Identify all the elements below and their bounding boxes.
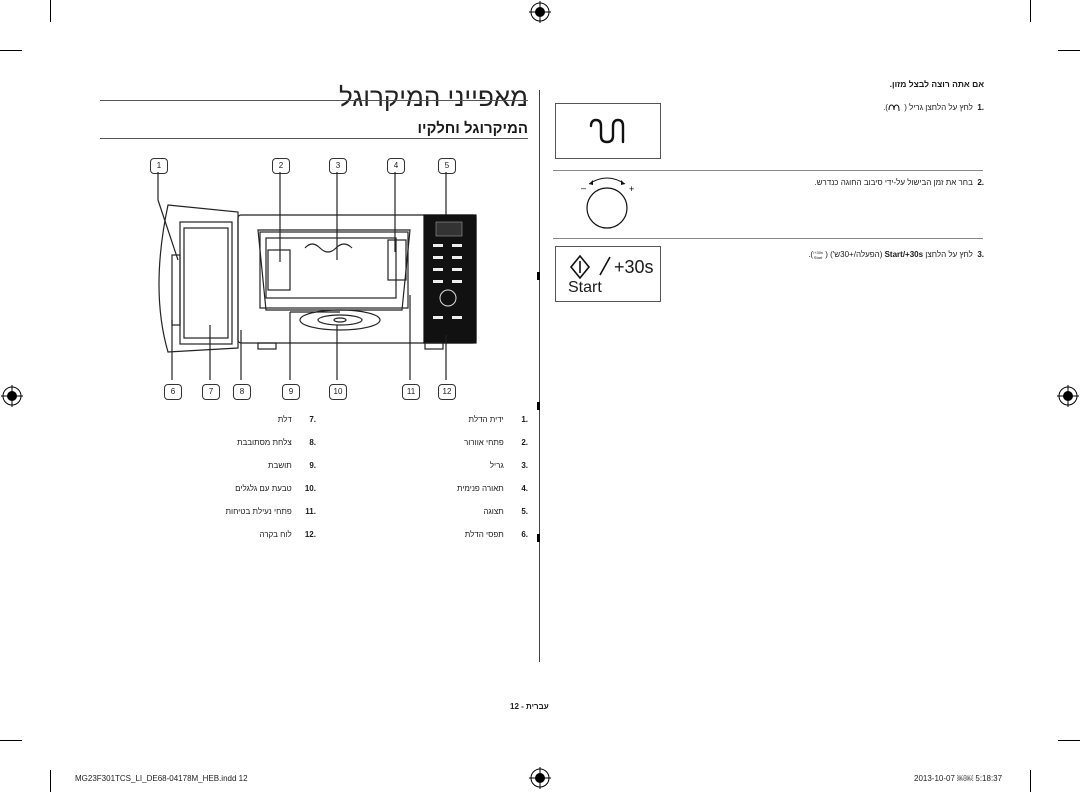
timer-dial-icon: – + — [581, 177, 634, 229]
list-item: .10 טבעת עם גלגלים — [235, 484, 316, 493]
start-plus30s-label: +30s — [614, 257, 654, 277]
dial-minus: – — [581, 183, 586, 193]
callout-8: 8 — [233, 384, 251, 400]
callout-10: 10 — [329, 384, 347, 400]
start-label: Start — [568, 279, 602, 296]
list-item: .9 תושבת — [268, 461, 316, 470]
crop-mark — [0, 740, 22, 741]
registration-mark-icon — [529, 767, 551, 789]
callout-7: 7 — [202, 384, 220, 400]
callout-6: 6 — [164, 384, 182, 400]
step-3-text: .3 לחץ על הלחצן Start/+30s (הפעלה/+30ש')… — [808, 250, 984, 260]
step-1-text: .1 לחץ על הלחצן גריל ( ). — [883, 103, 984, 112]
parts-list-left: .7 דלת .8 צלחת מסתובבת .9 תושבת .10 טבעת… — [196, 408, 316, 546]
list-item: .5 תצוגה — [483, 507, 528, 516]
parts-list-right: .1 ידית הדלת .2 פתחי אוורור .3 גריל .4 ת… — [408, 408, 528, 546]
list-item: .11 פתחי נעילת בטיחות — [225, 507, 316, 516]
list-item: .7 דלת — [277, 415, 316, 424]
callout-1: 1 — [150, 158, 168, 174]
crop-mark — [50, 0, 51, 22]
list-item: .3 גריל — [489, 461, 528, 470]
grill-inline-icon — [888, 104, 900, 111]
divider-mark — [537, 272, 540, 280]
crop-mark — [1058, 50, 1080, 51]
list-item: .4 תאורה פנימית — [456, 484, 528, 493]
callout-3: 3 — [329, 158, 347, 174]
crop-mark — [50, 770, 51, 792]
section-divider — [100, 138, 528, 139]
crop-mark — [1058, 740, 1080, 741]
step-divider — [553, 170, 983, 171]
section-title: המיקרוגל וחלקיו — [417, 120, 528, 137]
microwave-illustration — [157, 172, 477, 380]
crop-mark — [1030, 770, 1031, 792]
step-2-text: .2 בחר את זמן הבישול על-ידי סיבוב החוגה … — [814, 178, 984, 187]
crop-mark — [0, 50, 22, 51]
quick-guide-heading: אם אתה רוצה לבצל מזון. — [889, 79, 984, 89]
callout-4: 4 — [387, 158, 405, 174]
page-title: מאפייני המיקרוגל — [339, 82, 528, 112]
title-divider — [100, 100, 528, 101]
footer-date: 2013-10-07 ￼￼ 5:18:37 — [914, 774, 1003, 783]
page-number: עברית - 12 — [510, 702, 549, 711]
crop-mark — [1030, 0, 1031, 22]
grill-wave-icon — [589, 118, 625, 144]
footer-file-info: MG23F301TCS_LI_DE68-04178M_HEB.indd 12 — [75, 774, 248, 783]
list-item: .1 ידית הדלת — [468, 415, 528, 424]
list-item: .6 תפסי הדלת — [464, 530, 528, 539]
dial-panel: – + — [555, 174, 659, 229]
registration-mark-icon — [529, 1, 551, 23]
callout-5: 5 — [438, 158, 456, 174]
registration-mark-icon — [1, 385, 23, 407]
list-item: .2 פתחי אוורור — [463, 438, 528, 447]
divider-mark — [537, 534, 540, 542]
list-item: .12 לוח בקרה — [259, 530, 317, 539]
callout-9: 9 — [282, 384, 300, 400]
callout-11: 11 — [402, 384, 420, 400]
callout-12: 12 — [438, 384, 456, 400]
list-item: .8 צלחת מסתובבת — [236, 438, 316, 447]
callout-2: 2 — [272, 158, 290, 174]
grill-button-panel — [555, 103, 661, 159]
page-divider — [539, 90, 540, 662]
step-divider — [553, 238, 983, 239]
start-diamond-icon — [569, 254, 611, 280]
divider-mark — [537, 402, 540, 410]
dial-plus: + — [629, 184, 634, 194]
registration-mark-icon — [1057, 385, 1079, 407]
start-button-panel: +30s Start — [555, 246, 661, 302]
